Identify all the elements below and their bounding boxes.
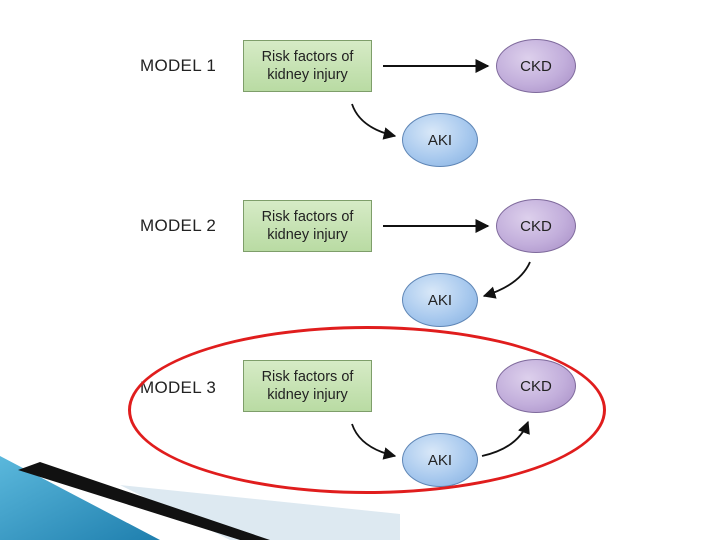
model-2-arrow-ckd-to-aki — [482, 261, 531, 299]
model-2-aki-node: AKI — [402, 273, 478, 327]
model-1-label: MODEL 1 — [140, 56, 217, 75]
model-2-risk-line-1: Risk factors of — [261, 209, 354, 225]
model-1-risk-line-1: Risk factors of — [261, 49, 354, 65]
model-1-risk-line-2: kidney injury — [267, 67, 348, 83]
corner-blue-shape — [0, 456, 160, 540]
model-3-highlight-ellipse — [128, 326, 606, 494]
model-2-risk-box: Risk factors of kidney injury — [243, 200, 372, 252]
slide-corner-decoration — [0, 456, 400, 540]
corner-dark-stripe — [18, 462, 270, 540]
corner-light-band — [120, 485, 400, 540]
model-1-aki-node: AKI — [402, 113, 478, 167]
model-1-risk-box: Risk factors of kidney injury — [243, 40, 372, 92]
model-2-label: MODEL 2 — [140, 216, 217, 235]
model-1-ckd-node: CKD — [496, 39, 576, 93]
model-2-ckd-node: CKD — [496, 199, 576, 253]
model-2-risk-line-2: kidney injury — [267, 227, 348, 243]
model-1-arrow-risk-to-aki — [351, 103, 397, 140]
